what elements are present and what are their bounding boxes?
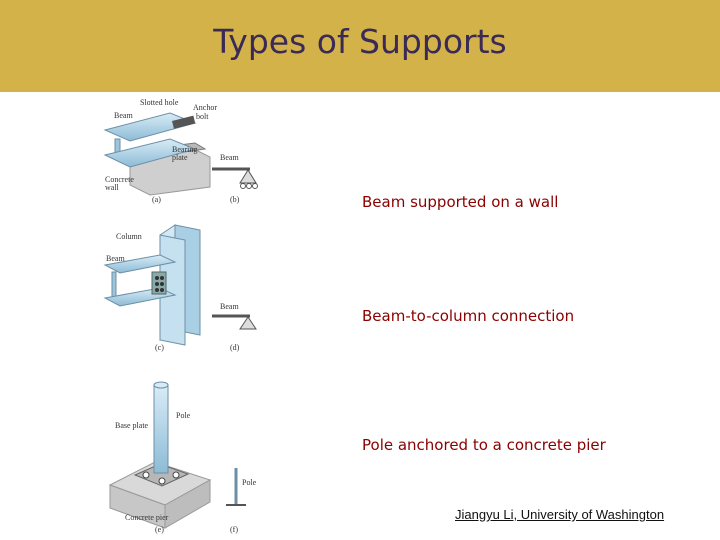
- caption-beam-on-wall: Beam supported on a wall: [362, 193, 559, 211]
- label-f: (f): [230, 525, 238, 534]
- figure-pole-on-pier: Pole Base plate Concrete pier (e) Pole (…: [108, 381, 257, 534]
- label-b: (b): [230, 195, 240, 204]
- label-pole-f: Pole: [242, 478, 257, 487]
- credit-link[interactable]: Jiangyu Li, University of Washington: [455, 507, 665, 522]
- label-beam-b: Beam: [220, 153, 239, 162]
- label-d: (d): [230, 343, 240, 352]
- label-a: (a): [152, 195, 161, 204]
- label-concrete-wall: Concrete: [105, 175, 134, 184]
- page-title: Types of Supports: [213, 22, 507, 61]
- label-bearing-plate: Bearing: [172, 145, 197, 154]
- label-e: (e): [155, 525, 164, 534]
- label-beam-c: Beam: [106, 254, 125, 263]
- label-beam-d: Beam: [220, 302, 239, 311]
- caption-beam-to-column: Beam-to-column connection: [362, 307, 575, 325]
- label-concrete-pier: Concrete pier: [125, 513, 169, 522]
- figure-beam-on-wall: Slotted hole Anchor bolt Beam Bearing pl…: [103, 98, 258, 204]
- label-base-plate: Base plate: [115, 421, 149, 430]
- label-c: (c): [155, 343, 164, 352]
- title-banner: [0, 0, 720, 92]
- label-concrete-wall-2: wall: [105, 183, 120, 192]
- label-column: Column: [116, 232, 142, 241]
- figure-beam-to-column: Column Beam (c) Beam (d): [103, 224, 257, 352]
- label-beam-a: Beam: [114, 111, 133, 120]
- label-slotted-hole: Slotted hole: [140, 98, 179, 107]
- label-anchor-bolt: Anchor: [193, 103, 217, 112]
- label-bearing-plate-2: plate: [172, 153, 188, 162]
- caption-pole-on-pier: Pole anchored to a concrete pier: [362, 436, 606, 454]
- label-pole-e: Pole: [176, 411, 191, 420]
- label-anchor-bolt-2: bolt: [196, 112, 209, 121]
